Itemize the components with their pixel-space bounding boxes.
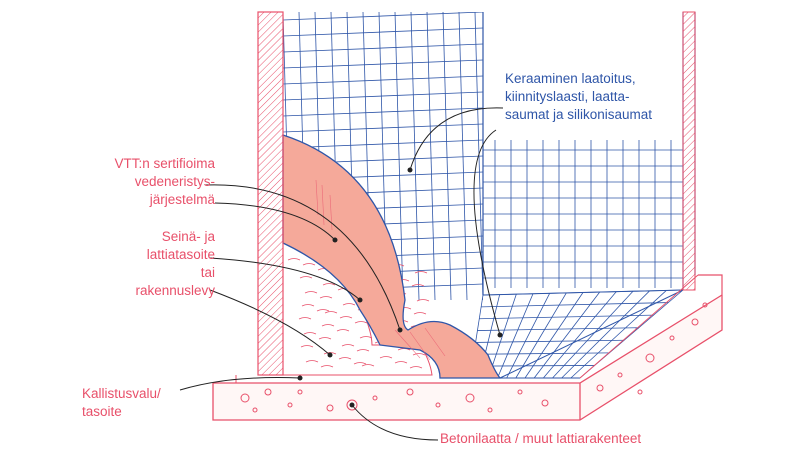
slope-screed-dot	[297, 375, 303, 381]
concrete-label: Betonilaatta / muut lattiarakenteet	[440, 430, 641, 448]
screed-top-dot	[327, 352, 333, 358]
concrete-dot	[349, 402, 355, 408]
board-label-line3: tai	[200, 265, 215, 280]
concrete-label-line1: Betonilaatta / muut lattiarakenteet	[440, 431, 642, 446]
tiling-label-line2: kiinnityslaasti, laatta-	[505, 89, 630, 104]
right-wall-edge	[682, 11, 696, 291]
right-wall-tile-grid	[483, 140, 683, 288]
membrane-label: VTT:n sertifioima vedeneristys- järjeste…	[60, 155, 215, 209]
slope-label-line1: Kallistusvalu/	[82, 386, 161, 401]
slope-screed-label: Kallistusvalu/ tasoite	[82, 385, 161, 421]
right-wall-outline	[482, 12, 696, 295]
back-wall-tile-grid	[283, 12, 483, 301]
wall-floor-board-label: Seinä- ja lattiatasoite tai rakennuslevy	[60, 228, 215, 300]
left-wall	[257, 11, 284, 376]
membrane-floor-dot	[397, 327, 403, 333]
concrete-slab	[212, 274, 723, 421]
tiling-label-line3: saumat ja silikonisaumat	[505, 107, 653, 122]
leader-lines	[179, 107, 504, 441]
board-dot	[357, 297, 363, 303]
slope-label-line2: tasoite	[82, 404, 122, 419]
screed-layer	[282, 239, 433, 376]
tiling-label: Keraaminen laatoitus, kiinnityslaasti, l…	[505, 70, 652, 124]
board-label-line4: rakennuslevy	[135, 283, 215, 298]
tiling-wall-dot	[407, 167, 413, 173]
tiling-floor-dot	[497, 332, 503, 338]
tiling-label-line1: Keraaminen laatoitus,	[505, 71, 636, 86]
membrane-label-line2: vedeneristys-	[134, 174, 215, 189]
board-label-line2: lattiatasoite	[146, 247, 215, 262]
membrane-wall-dot	[332, 237, 338, 243]
membrane-label-line1: VTT:n sertifioima	[114, 156, 215, 171]
membrane-label-line3: järjestelmä	[149, 192, 215, 207]
waterproofing-membrane	[282, 134, 502, 379]
leader-dots	[297, 167, 503, 408]
board-label-line1: Seinä- ja	[161, 229, 215, 244]
floor-outline	[482, 289, 684, 379]
